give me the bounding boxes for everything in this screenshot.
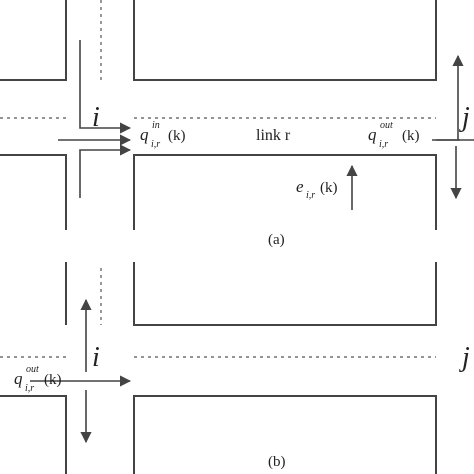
block-bottom-left: [0, 395, 67, 474]
svg-text:(k): (k): [44, 372, 62, 388]
svg-text:(k): (k): [320, 180, 338, 196]
panel-b: i j . q out i,r (k) (b): [0, 262, 470, 474]
svg-text:(k): (k): [402, 128, 420, 144]
q-out-label: q out i,r (k): [368, 120, 420, 150]
block-lower-middle: [133, 262, 437, 326]
q-out-label-b: . q out i,r (k): [14, 364, 62, 394]
svg-text:i,r: i,r: [25, 383, 34, 394]
block-mid-left: [0, 154, 67, 230]
block-bottom-middle: [133, 395, 437, 474]
node-i-label-b: i: [92, 342, 100, 373]
svg-text:i,r: i,r: [151, 139, 160, 150]
caption-a: (a): [268, 232, 285, 248]
svg-text:in: in: [152, 120, 160, 131]
panel-a: i j q in i,r (k) link r q out i,r (k) e …: [0, 0, 474, 248]
block-top-left: [0, 0, 67, 81]
svg-text:i,r: i,r: [306, 190, 315, 201]
block-top-middle: [133, 0, 437, 81]
block-mid-middle: [133, 154, 437, 230]
svg-text:out: out: [380, 120, 393, 131]
svg-text:q: q: [14, 369, 23, 388]
svg-text:q: q: [140, 125, 149, 144]
q-in-label: q in i,r (k): [140, 120, 186, 150]
link-r-label: link r: [256, 127, 291, 144]
svg-text:e: e: [296, 177, 304, 196]
caption-b: (b): [268, 454, 286, 470]
svg-text:out: out: [26, 364, 39, 375]
node-j-label-b: j: [459, 342, 470, 373]
inflow-arrow-from-top: [79, 40, 132, 134]
svg-text:q: q: [368, 125, 377, 144]
node-i-label: i: [92, 102, 100, 133]
node-j-label: j: [459, 102, 470, 133]
e-label: e i,r (k): [296, 177, 338, 201]
svg-text:(k): (k): [168, 128, 186, 144]
inflow-arrow-from-bottom: [79, 144, 132, 198]
svg-text:i,r: i,r: [379, 139, 388, 150]
